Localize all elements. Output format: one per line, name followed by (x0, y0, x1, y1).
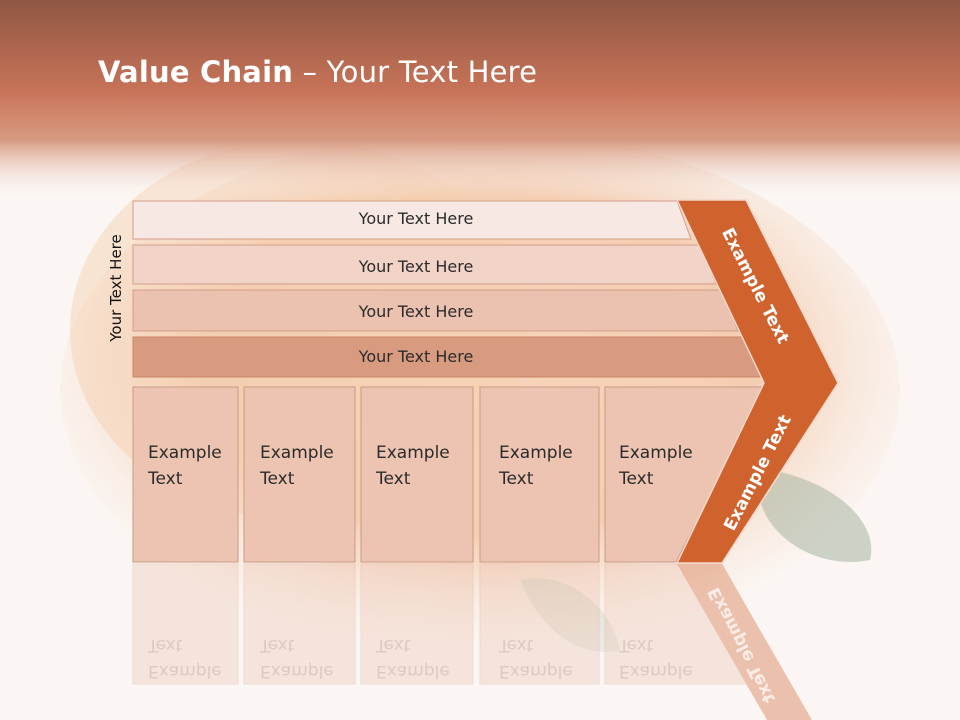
chevron-arrow-shape (675, 199, 839, 564)
bar-label-2: Your Text Here (358, 257, 474, 276)
bar-label-1: Your Text Here (358, 209, 474, 228)
box-4-line1: Example (499, 443, 573, 463)
diagram-reflection (132, 563, 812, 720)
slide-title: Value Chain – Your Text Here (98, 55, 537, 89)
box-3-line1: Example (376, 443, 450, 463)
box-label-4: Example Text (499, 440, 573, 492)
box-3-shape (360, 386, 474, 563)
title-rest: – Your Text Here (293, 55, 538, 89)
box-3-line2: Text (376, 469, 411, 489)
bar-label-4: Your Text Here (358, 347, 474, 366)
box-label-1: Example Text (148, 440, 222, 492)
box-label-3: Example Text (376, 440, 450, 492)
box-4-shape (479, 386, 600, 563)
box-1-line1: Example (148, 443, 222, 463)
box-2-line1: Example (260, 443, 334, 463)
bar-1-shape (132, 200, 692, 240)
box-5-line2: Text (619, 469, 654, 489)
box-1-line2: Text (148, 469, 183, 489)
box-label-2: Example Text (260, 440, 334, 492)
box-5-line1: Example (619, 443, 693, 463)
box-2-line2: Text (260, 469, 295, 489)
box-4-line2: Text (499, 469, 534, 489)
bar-label-3: Your Text Here (358, 302, 474, 321)
bar-3-shape (132, 289, 739, 332)
box-1-shape (132, 386, 239, 563)
bar-2-shape (132, 244, 717, 285)
box-label-5: Example Text (619, 440, 693, 492)
title-bold: Value Chain (98, 55, 294, 89)
box-2-shape (243, 386, 356, 563)
